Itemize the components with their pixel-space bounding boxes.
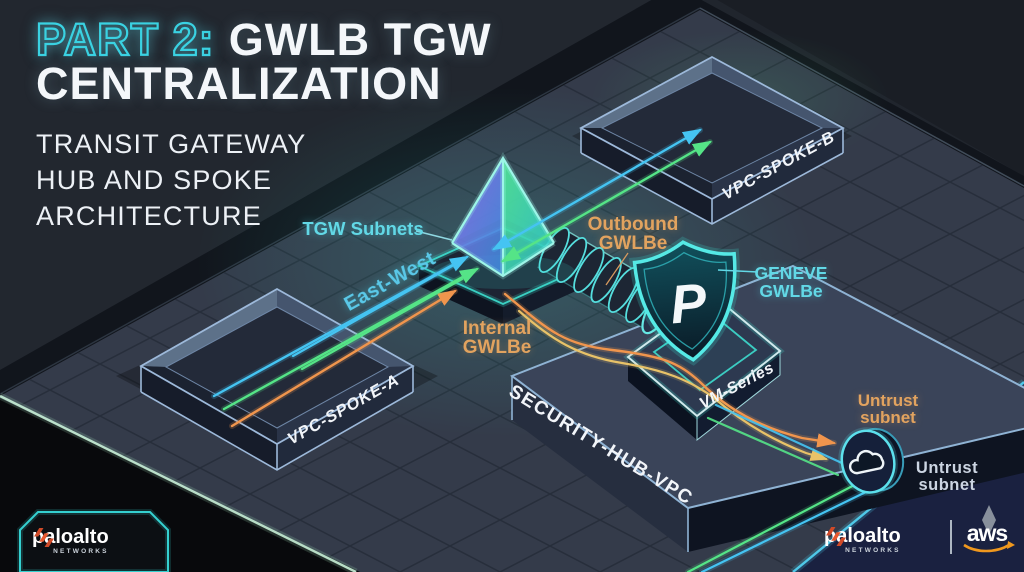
vm-series-firewall-shield: P <box>629 236 740 366</box>
title-accent: PART 2: <box>35 14 215 65</box>
outbound-flow-orange <box>230 289 458 428</box>
east-west-flow-green <box>222 267 480 411</box>
label-connectors <box>415 230 759 286</box>
paloalto-logo-bottom-right: paloalto NETWORKS <box>824 526 901 555</box>
paloalto-shield-glyph: P <box>668 272 710 335</box>
subtitle-line-1: TRANSIT GATEWAY <box>36 129 307 159</box>
vm-series-platform <box>623 291 785 442</box>
traffic-flows <box>211 127 875 572</box>
paloalto-badge-plate <box>19 511 169 572</box>
title-block: PART 2: GWLB TGW CENTRALIZATION TRANSIT G… <box>35 16 492 234</box>
internal-gwlbe-label-line2: GWLBe <box>463 337 532 358</box>
paloalto-logo-bottom-left: paloalto NETWORKS <box>32 527 109 556</box>
internal-gwlbe-label-line1: Internal <box>463 318 532 339</box>
untrust-egress-flow <box>517 309 829 461</box>
return-flow-cyan <box>291 264 454 358</box>
paloalto-icon <box>34 528 54 547</box>
internal-gwlbe-flow <box>503 292 837 448</box>
geneve-gwlbe-label-line2: GWLBe <box>759 281 822 301</box>
return-flow-green <box>300 277 464 371</box>
outbound-gwlbe-label-line1: Outbound <box>588 214 679 235</box>
subtitle-block: TRANSIT GATEWAY HUB AND SPOKE ARCHITECTU… <box>36 126 492 234</box>
untrust-ground-cyan <box>700 487 874 572</box>
untrust-ground-green <box>686 479 864 572</box>
paloalto-networks-text: NETWORKS <box>53 548 109 555</box>
geneve-gwlbe-label-line1: GENEVE <box>755 263 828 283</box>
untrust-cloud-icon <box>838 427 905 496</box>
paloalto-networks-text: NETWORKS <box>845 547 901 554</box>
title-line-2: CENTRALIZATION <box>36 58 442 109</box>
subtitle-line-2: HUB AND SPOKE <box>36 165 273 195</box>
brand-divider <box>950 520 952 554</box>
aws-spark-shape <box>982 505 996 535</box>
paloalto-icon <box>826 527 846 546</box>
untrust-subnet-panel-label-line2: subnet <box>918 476 975 494</box>
title-main: GWLB TGW <box>228 14 492 65</box>
tgw-spokeb-flow-green <box>500 140 713 263</box>
title-line-1: PART 2: GWLB TGW <box>35 16 492 63</box>
cloud-glyph <box>848 449 885 475</box>
outbound-gwlbe-label-line2: GWLBe <box>599 233 668 254</box>
tgw-subnets-label: TGW Subnets <box>302 218 423 239</box>
aws-smile-swoosh <box>963 543 1010 553</box>
aws-wordmark: aws <box>967 520 1008 546</box>
edge-glow-line <box>0 394 357 572</box>
untrust-subnet-label-line1: Untrust <box>858 391 919 410</box>
subtitle-line-3: ARCHITECTURE <box>36 201 262 231</box>
untrust-subnet-label-line2: subnet <box>860 408 916 427</box>
untrust-subnet-panel-label-line1: Untrust <box>916 459 978 477</box>
aws-logo-graphic: aws <box>963 505 1015 553</box>
